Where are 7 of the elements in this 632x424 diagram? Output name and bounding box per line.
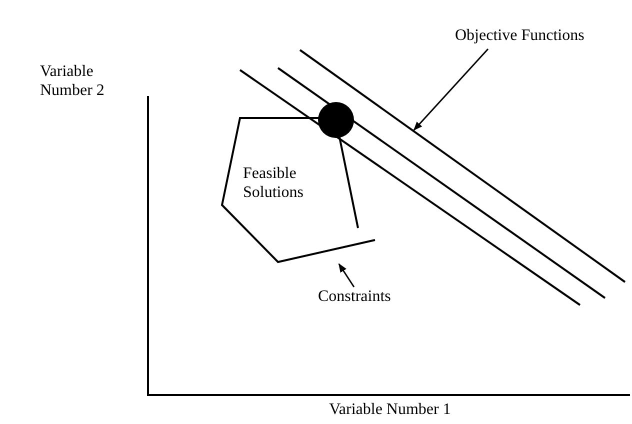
callout-label: Objective Functions: [455, 26, 605, 48]
axis-label: Variable Number 2: [40, 62, 106, 100]
leader-arrow: [413, 48, 489, 131]
callout-label: Constraints: [318, 287, 418, 309]
region-label: Feasible Solutions: [243, 164, 304, 202]
leader-arrow: [338, 263, 355, 288]
axis-label: Variable Number 1: [328, 400, 452, 419]
